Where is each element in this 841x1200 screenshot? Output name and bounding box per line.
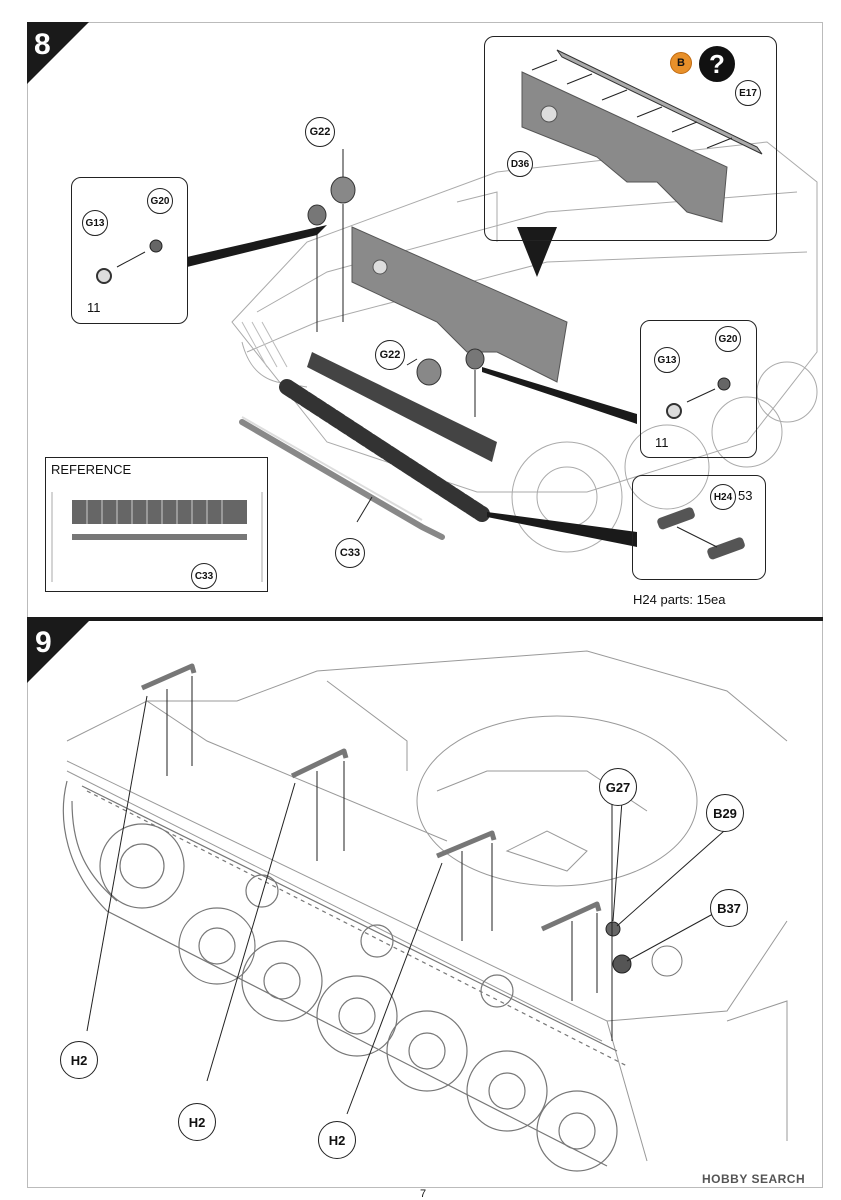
step-8-tab — [27, 22, 89, 84]
step-9-panel: 9 G27 B29 B37 H2 H2 H2 — [27, 621, 823, 1176]
wedge-right — [482, 367, 637, 424]
reference-drawing — [51, 492, 263, 582]
label-b29: B29 — [706, 794, 744, 832]
g22-part-top — [330, 176, 356, 204]
label-h2-b: H2 — [178, 1103, 216, 1141]
label-g13-right: G13 — [654, 347, 680, 373]
step-9-number: 9 — [35, 626, 52, 659]
wedge-top — [517, 227, 557, 277]
label-g22-top: G22 — [305, 117, 335, 147]
track-inset-drawing — [657, 507, 745, 560]
label-h2-a: H2 — [60, 1041, 98, 1079]
inset-left-drawing — [96, 239, 163, 284]
label-c33: C33 — [335, 538, 365, 568]
label-b37: B37 — [710, 889, 748, 927]
qty-h24: 53 — [738, 488, 753, 503]
label-d36: D36 — [507, 151, 533, 177]
b29-part — [605, 921, 621, 937]
step-8-number: 8 — [34, 28, 51, 61]
marker-b: B — [670, 52, 692, 74]
inset-track-h24 — [632, 475, 766, 580]
leader-lines — [316, 149, 476, 523]
page-border — [27, 22, 823, 1188]
inset-g13-g20-right — [640, 320, 757, 458]
label-h24: H24 — [710, 484, 736, 510]
rear-plate-stripe — [307, 352, 497, 462]
road-wheels — [99, 823, 618, 1172]
reference-box — [45, 457, 268, 592]
e17-d36-drawing — [521, 49, 763, 223]
track-side — [62, 780, 628, 1167]
label-g20-right: G20 — [715, 326, 741, 352]
step-9-tab — [27, 621, 89, 683]
track-links — [239, 379, 490, 540]
inset-e17-d36 — [484, 36, 777, 241]
label-g13-left: G13 — [82, 210, 108, 236]
label-g22-mid: G22 — [375, 340, 405, 370]
track-left — [241, 321, 288, 368]
question-icon: ? — [699, 46, 735, 82]
label-h2-c: H2 — [318, 1121, 356, 1159]
label-e17: E17 — [735, 80, 761, 106]
page-number: 7 — [420, 1188, 427, 1200]
step-8-drawing — [27, 22, 818, 582]
wedge-left — [187, 225, 327, 267]
step-9-leader-lines — [86, 676, 725, 1115]
h24-parts-note: H24 parts: 15ea — [633, 592, 726, 607]
label-g27: G27 — [599, 768, 637, 806]
step-divider — [27, 617, 823, 621]
reference-title: REFERENCE — [51, 462, 132, 477]
inset-right-drawing — [666, 377, 731, 419]
h2-handles — [140, 663, 602, 932]
inset-g13-g20-left — [71, 177, 188, 324]
step-9-drawing — [27, 621, 788, 1172]
qty-left: 11 — [87, 300, 101, 315]
watermark: HOBBY SEARCH — [702, 1172, 806, 1186]
step-8-panel: 8 G22 G22 C33 G13 G20 11 B ? E17 D36 G13… — [27, 22, 823, 614]
label-g20-left: G20 — [147, 188, 173, 214]
label-c33-reference: C33 — [191, 563, 217, 589]
qty-right: 11 — [655, 435, 669, 450]
hull-side-outline — [66, 650, 788, 1162]
b37-part — [612, 954, 632, 974]
g22-part-mid — [416, 358, 442, 386]
wedge-track — [487, 512, 637, 547]
